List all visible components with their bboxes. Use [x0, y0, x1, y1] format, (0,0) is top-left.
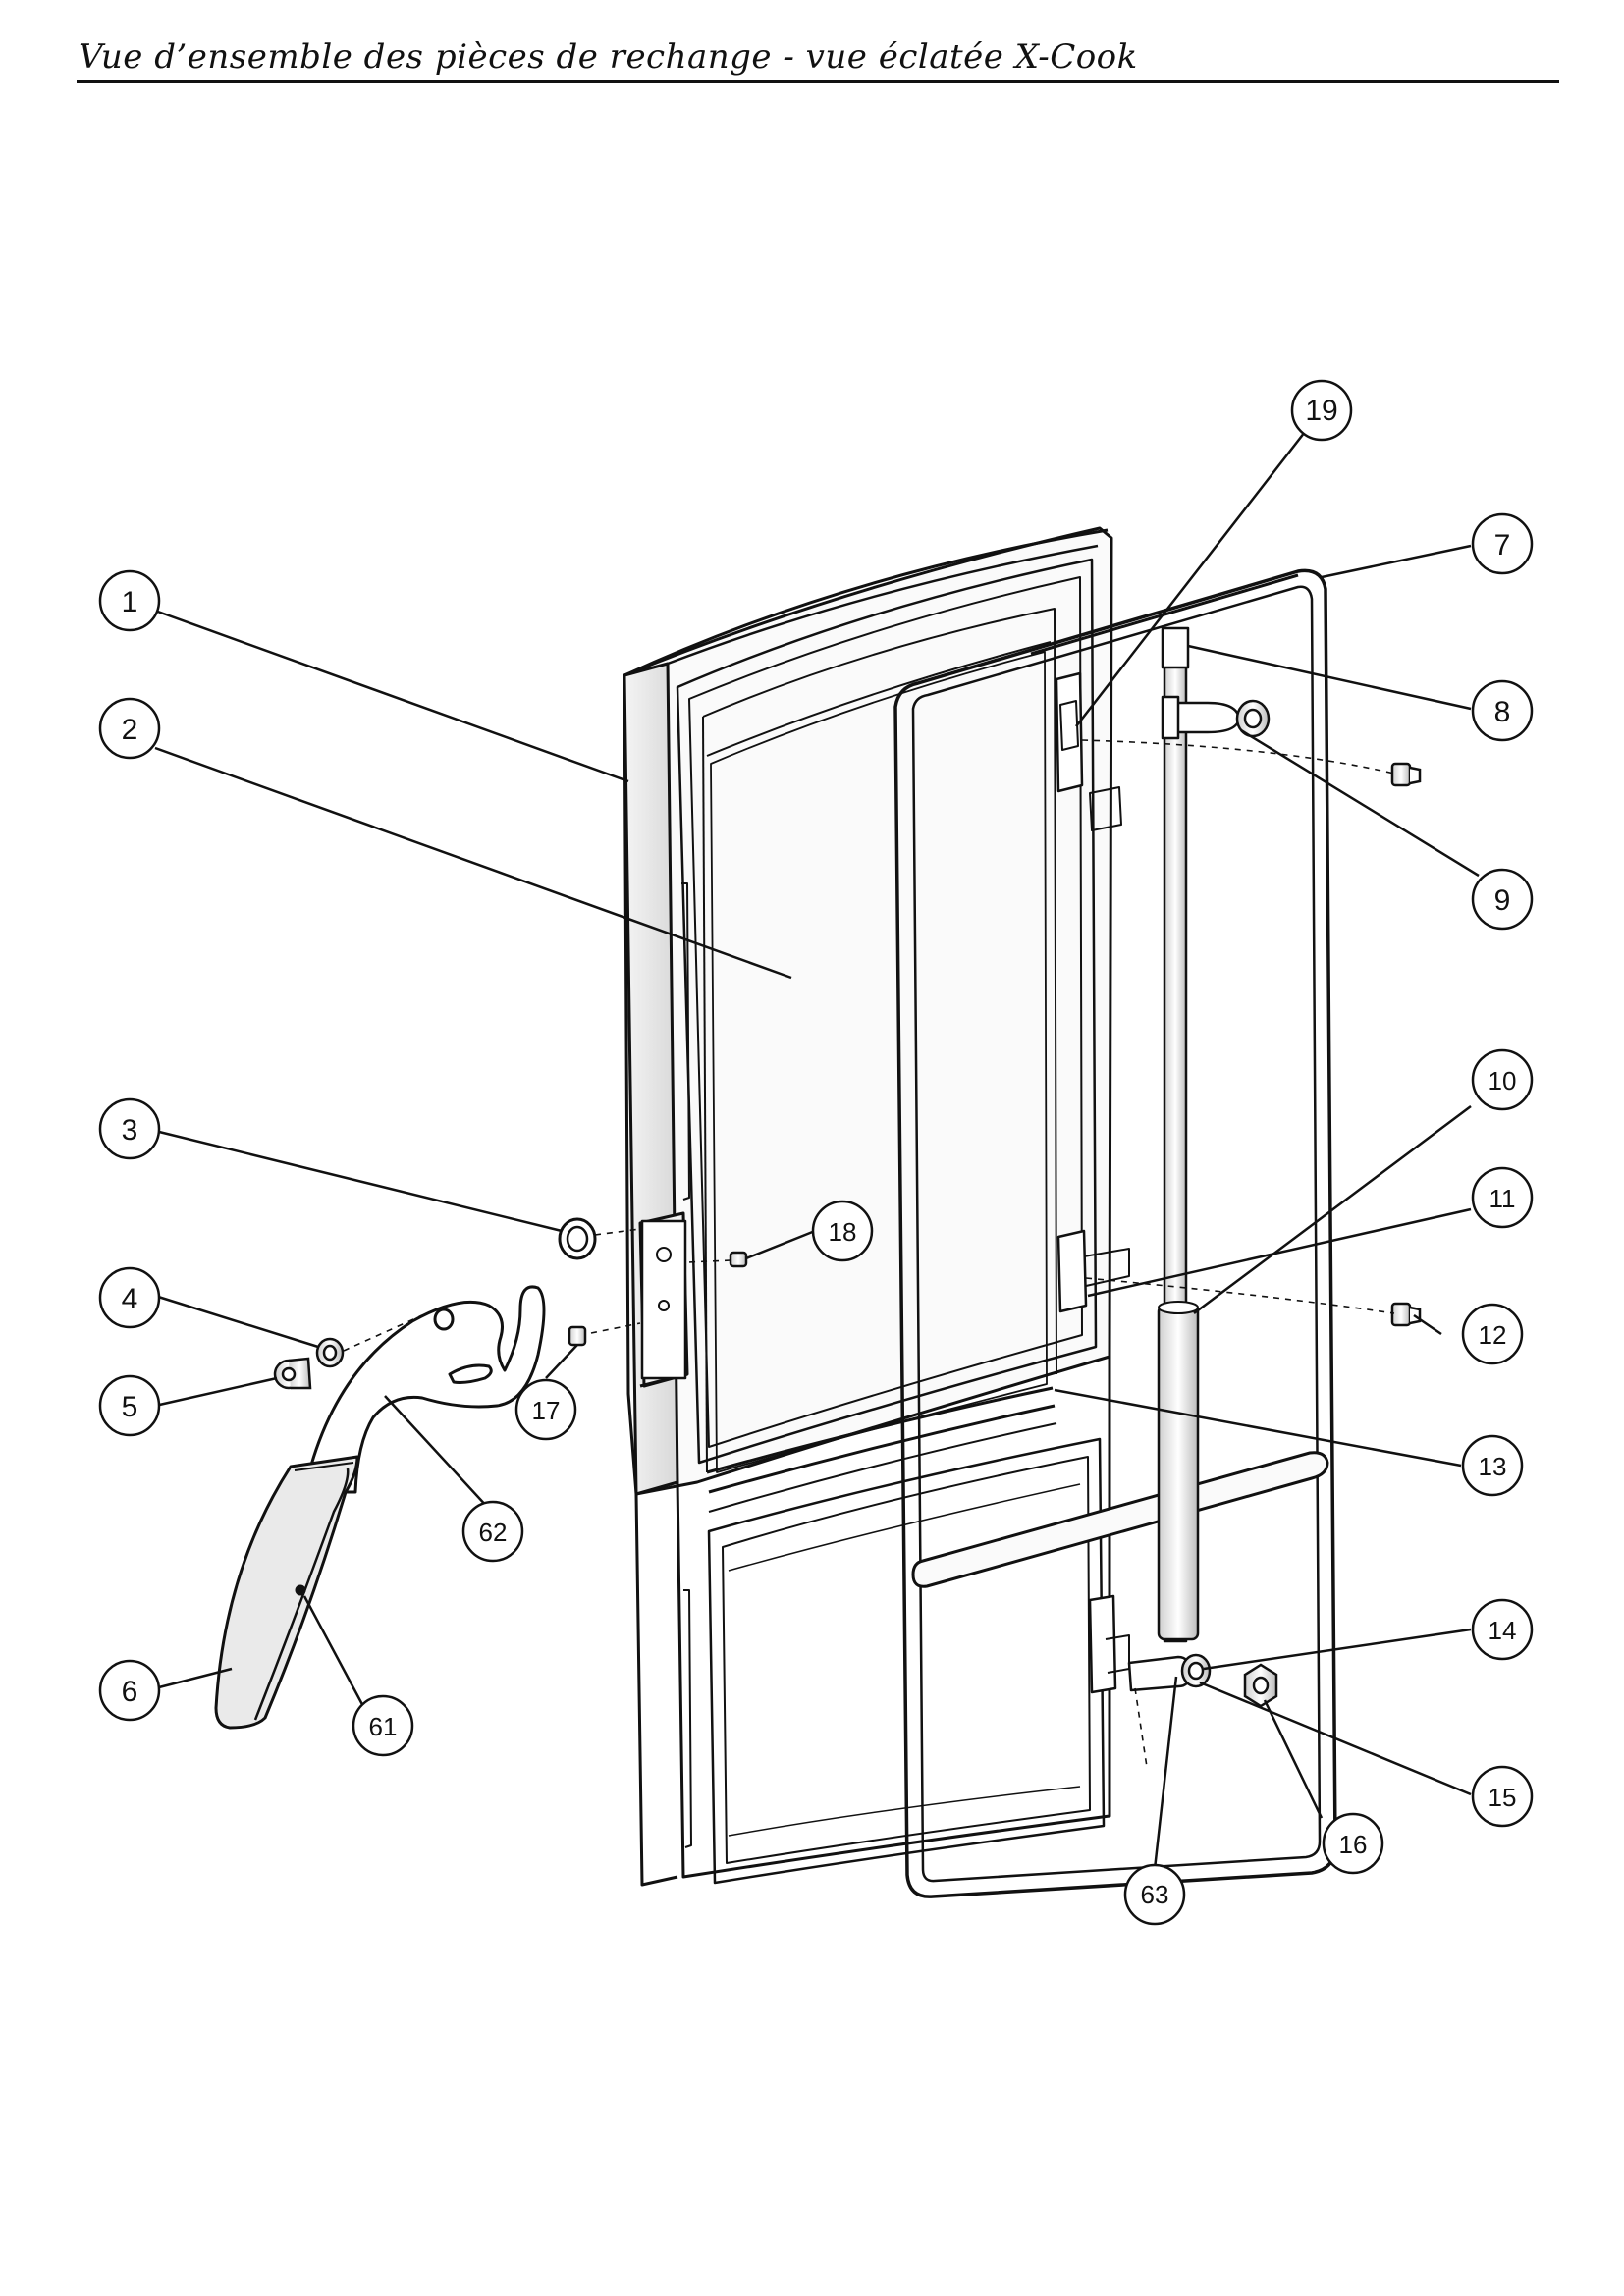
- callout-63: 63: [1123, 1863, 1186, 1926]
- screw-upper: [1390, 762, 1422, 787]
- door-frame: [623, 526, 1130, 1887]
- callout-5: 5: [98, 1374, 161, 1437]
- svg-text:61: 61: [369, 1712, 398, 1741]
- svg-text:17: 17: [532, 1396, 561, 1425]
- svg-text:2: 2: [122, 714, 138, 746]
- callout-14: 14: [1471, 1598, 1534, 1661]
- callout-13: 13: [1461, 1434, 1524, 1497]
- washer-4: [315, 1337, 345, 1368]
- svg-text:13: 13: [1479, 1452, 1507, 1481]
- svg-text:9: 9: [1494, 884, 1511, 917]
- set-screw-17: [568, 1325, 587, 1347]
- callout-17: 17: [514, 1378, 577, 1441]
- callout-3: 3: [98, 1097, 161, 1160]
- callout-2: 2: [98, 697, 161, 760]
- washer-3: [558, 1217, 597, 1260]
- svg-text:6: 6: [122, 1676, 138, 1708]
- callout-4: 4: [98, 1266, 161, 1329]
- assembly-guide-lines: [343, 739, 1395, 1768]
- svg-text:19: 19: [1305, 395, 1337, 427]
- svg-text:7: 7: [1494, 529, 1511, 561]
- svg-text:15: 15: [1489, 1783, 1517, 1812]
- svg-text:4: 4: [122, 1283, 138, 1315]
- svg-text:3: 3: [122, 1114, 138, 1147]
- callout-10: 10: [1471, 1048, 1534, 1111]
- set-screw-18: [729, 1251, 748, 1268]
- svg-text:12: 12: [1479, 1320, 1507, 1350]
- callout-12: 12: [1461, 1303, 1524, 1365]
- svg-text:16: 16: [1339, 1830, 1368, 1859]
- bolt-5: [273, 1357, 312, 1390]
- svg-text:5: 5: [122, 1391, 138, 1423]
- callout-9: 9: [1471, 868, 1534, 931]
- callout-7: 7: [1471, 512, 1534, 575]
- washer-14: [1180, 1653, 1212, 1688]
- callout-8: 8: [1471, 679, 1534, 742]
- svg-text:8: 8: [1494, 696, 1511, 728]
- hardware-parts: [273, 699, 1422, 1708]
- callout-18: 18: [811, 1200, 874, 1262]
- door-handle: [214, 1285, 546, 1730]
- header-rule: [77, 80, 1559, 83]
- callout-1: 1: [98, 569, 161, 632]
- leader-lines: [154, 431, 1480, 1870]
- svg-text:14: 14: [1489, 1616, 1517, 1645]
- page-title: Vue d’ensemble des pièces de rechange - …: [79, 37, 1138, 77]
- svg-text:11: 11: [1489, 1184, 1516, 1213]
- callout-62: 62: [461, 1500, 524, 1563]
- callout-6: 6: [98, 1659, 161, 1722]
- svg-text:10: 10: [1489, 1066, 1517, 1095]
- callout-11: 11: [1471, 1166, 1534, 1229]
- callout-15: 15: [1471, 1765, 1534, 1828]
- callout-19: 19: [1290, 379, 1353, 442]
- callout-61: 61: [352, 1694, 414, 1757]
- svg-text:63: 63: [1141, 1880, 1169, 1909]
- screw-12: [1390, 1302, 1422, 1327]
- svg-text:1: 1: [122, 586, 138, 618]
- callout-16: 16: [1322, 1812, 1384, 1875]
- door-tube-frame: [893, 568, 1337, 1898]
- svg-text:18: 18: [829, 1217, 857, 1247]
- callouts: 19 7 1 8 2 9 1: [98, 379, 1534, 1926]
- svg-text:62: 62: [479, 1518, 508, 1547]
- nut-16: [1243, 1663, 1278, 1708]
